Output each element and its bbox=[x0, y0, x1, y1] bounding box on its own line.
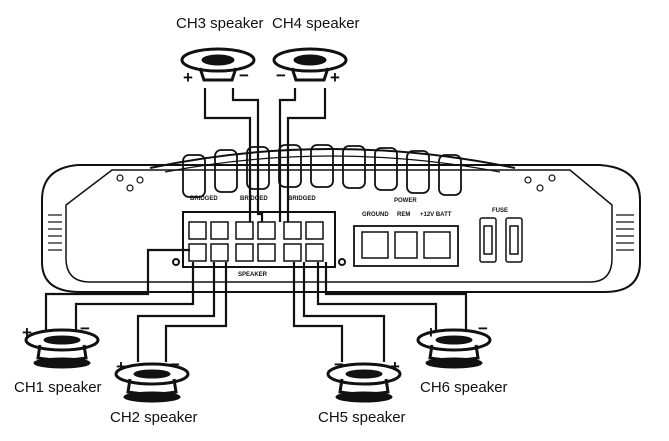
ch2-speaker-label: CH2 speaker bbox=[110, 409, 198, 426]
heatsink-fins bbox=[182, 144, 462, 198]
bridged-label-1: BRIDGED bbox=[190, 196, 218, 202]
ch5-speaker bbox=[326, 362, 402, 403]
speaker-block-label: SPEAKER bbox=[238, 272, 268, 278]
batt-label: +12V BATT bbox=[420, 212, 452, 218]
speaker-terminals bbox=[188, 221, 324, 262]
ch1-speaker bbox=[24, 328, 100, 369]
ch4-minus-sign: − bbox=[276, 66, 286, 85]
wire-ch2-minus bbox=[164, 262, 228, 362]
wire-ch3-plus bbox=[203, 88, 252, 222]
wire-ch4-minus bbox=[278, 88, 297, 222]
ch2-minus-sign: − bbox=[170, 355, 180, 374]
power-terminals bbox=[361, 231, 451, 259]
ch6-speaker-label: CH6 speaker bbox=[420, 379, 508, 396]
ch3-speaker bbox=[180, 47, 256, 82]
ch2-speaker bbox=[114, 362, 190, 403]
ch3-speaker-label: CH3 speaker bbox=[176, 15, 264, 32]
amplifier-inner-outline bbox=[65, 169, 613, 283]
ch6-minus-sign: − bbox=[478, 319, 488, 338]
ch4-speaker-label: CH4 speaker bbox=[272, 15, 360, 32]
ch5-speaker-label: CH5 speaker bbox=[318, 409, 406, 426]
ch1-plus-sign: + bbox=[22, 323, 32, 342]
amplifier bbox=[41, 144, 641, 293]
heatsink-top bbox=[149, 148, 516, 169]
end-cap-ribs bbox=[48, 214, 634, 251]
ch6-speaker bbox=[416, 328, 492, 369]
wire-ch5-plus bbox=[302, 262, 386, 362]
heatsink-top-inner bbox=[164, 155, 501, 173]
ch3-minus-sign: − bbox=[239, 66, 249, 85]
wires bbox=[44, 88, 468, 362]
ch4-plus-sign: + bbox=[330, 68, 340, 87]
terminal-mount-screw-right bbox=[338, 258, 346, 266]
rem-label: REM bbox=[397, 212, 410, 218]
wire-ch5-minus bbox=[292, 262, 344, 362]
bridged-label-2: BRIDGED bbox=[240, 196, 268, 202]
terminal-mount-screw-left bbox=[172, 258, 180, 266]
ch4-speaker bbox=[272, 47, 348, 82]
wire-ch3-minus bbox=[231, 88, 264, 222]
wire-ch2-plus bbox=[136, 262, 216, 362]
ch5-plus-sign: + bbox=[390, 357, 400, 376]
corner-screws bbox=[116, 174, 556, 192]
wire-ch6-plus bbox=[316, 262, 438, 330]
ch1-speaker-label: CH1 speaker bbox=[14, 379, 102, 396]
ch6-plus-sign: + bbox=[426, 323, 436, 342]
fuse-holders bbox=[479, 217, 523, 263]
power-label: POWER bbox=[394, 198, 417, 204]
bridged-label-3: BRIDGED bbox=[288, 196, 316, 202]
power-terminal-block bbox=[353, 225, 459, 267]
ch2-plus-sign: + bbox=[116, 357, 126, 376]
wire-ch6-minus bbox=[324, 262, 468, 330]
ground-label: GROUND bbox=[362, 212, 389, 218]
fuse-label: FUSE bbox=[492, 208, 508, 214]
ch5-minus-sign: − bbox=[334, 355, 344, 374]
amplifier-outline bbox=[41, 164, 641, 293]
ch3-plus-sign: + bbox=[183, 68, 193, 87]
ch1-minus-sign: − bbox=[80, 319, 90, 338]
wire-ch1-plus bbox=[44, 248, 190, 330]
wire-ch4-plus bbox=[286, 88, 327, 222]
wire-ch1-minus bbox=[74, 262, 195, 330]
